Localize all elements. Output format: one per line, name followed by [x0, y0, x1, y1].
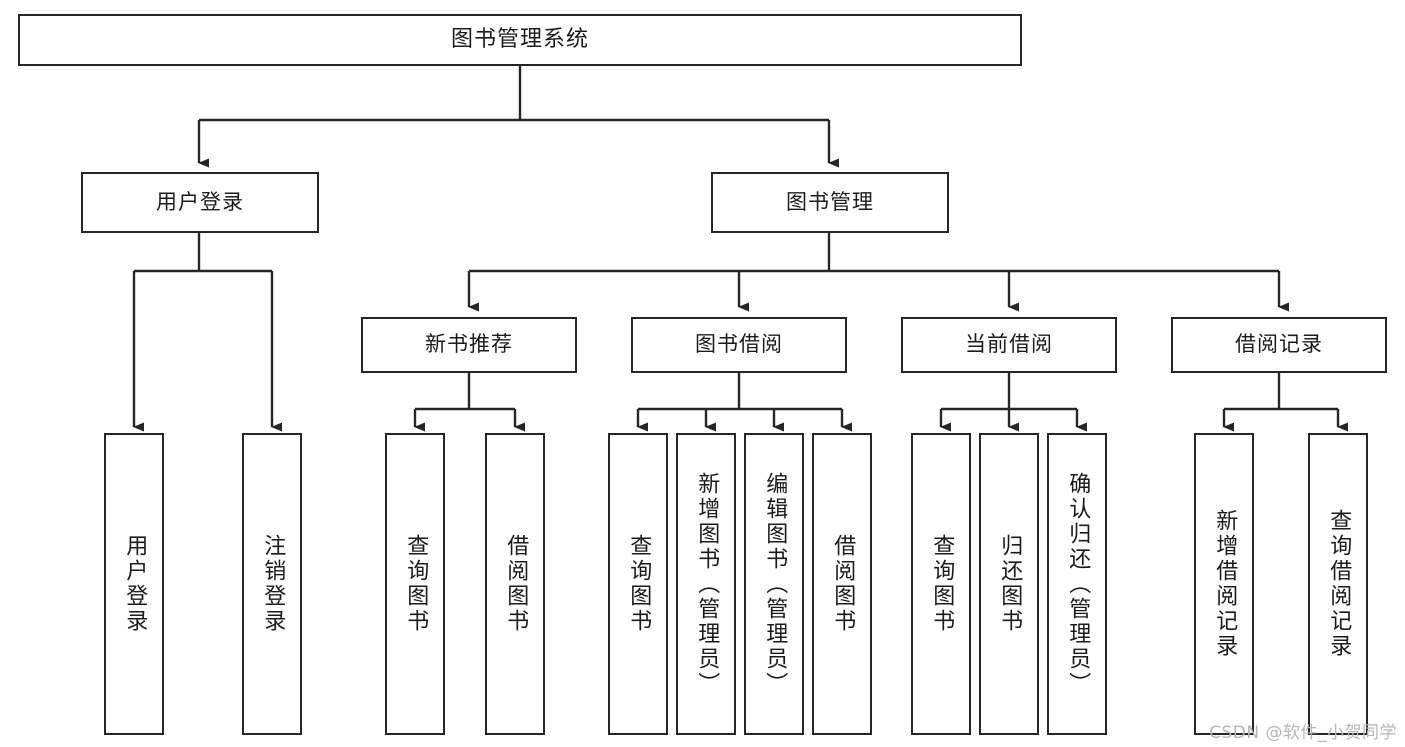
node-leaf-bb-query-label: 查询图书 [626, 534, 652, 634]
node-book-manage-label: 图书管理 [786, 189, 874, 214]
node-leaf-cb-return-label: 归还图书 [997, 534, 1023, 634]
node-new-book-recommend[interactable]: 新书推荐 [361, 317, 577, 373]
node-leaf-bb-borrow-label: 借阅图书 [830, 534, 856, 634]
node-borrow-record[interactable]: 借阅记录 [1171, 317, 1387, 373]
node-book-manage[interactable]: 图书管理 [711, 172, 949, 233]
node-leaf-bb-edit-label: 编辑图书（管理员） [762, 471, 788, 697]
node-leaf-nbr-query[interactable]: 查询图书 [385, 433, 445, 735]
watermark-text: CSDN @软件_小贺同学 [1209, 723, 1397, 743]
node-leaf-bb-add[interactable]: 新增图书（管理员） [676, 433, 736, 735]
node-leaf-bb-query[interactable]: 查询图书 [608, 433, 668, 735]
node-book-borrow-label: 图书借阅 [695, 332, 783, 357]
node-leaf-bb-borrow[interactable]: 借阅图书 [812, 433, 872, 735]
node-root[interactable]: 图书管理系统 [18, 14, 1022, 66]
node-leaf-user-login[interactable]: 用户登录 [104, 433, 164, 735]
node-current-borrow[interactable]: 当前借阅 [901, 317, 1117, 373]
node-leaf-cb-confirm-return-label: 确认归还（管理员） [1065, 471, 1091, 697]
node-leaf-br-add-label: 新增借阅记录 [1212, 509, 1238, 659]
node-leaf-br-query[interactable]: 查询借阅记录 [1308, 433, 1368, 735]
node-leaf-nbr-borrow[interactable]: 借阅图书 [485, 433, 545, 735]
node-leaf-cb-query-label: 查询图书 [929, 534, 955, 634]
node-user-login-label: 用户登录 [156, 189, 244, 214]
node-leaf-user-logout-label: 注销登录 [260, 534, 286, 634]
node-leaf-bb-edit[interactable]: 编辑图书（管理员） [744, 433, 804, 735]
node-leaf-cb-confirm-return[interactable]: 确认归还（管理员） [1047, 433, 1107, 735]
node-current-borrow-label: 当前借阅 [965, 332, 1053, 357]
node-borrow-record-label: 借阅记录 [1235, 332, 1323, 357]
node-leaf-nbr-borrow-label: 借阅图书 [503, 534, 529, 634]
node-leaf-user-logout[interactable]: 注销登录 [242, 433, 302, 735]
node-book-borrow[interactable]: 图书借阅 [631, 317, 847, 373]
node-leaf-bb-add-label: 新增图书（管理员） [694, 471, 720, 697]
node-leaf-br-add[interactable]: 新增借阅记录 [1194, 433, 1254, 735]
node-leaf-br-query-label: 查询借阅记录 [1326, 509, 1352, 659]
node-leaf-cb-return[interactable]: 归还图书 [979, 433, 1039, 735]
node-root-label: 图书管理系统 [450, 26, 589, 52]
node-new-book-recommend-label: 新书推荐 [425, 332, 513, 357]
node-leaf-cb-query[interactable]: 查询图书 [911, 433, 971, 735]
node-user-login[interactable]: 用户登录 [81, 172, 319, 233]
node-leaf-user-login-label: 用户登录 [122, 534, 148, 634]
node-leaf-nbr-query-label: 查询图书 [403, 534, 429, 634]
